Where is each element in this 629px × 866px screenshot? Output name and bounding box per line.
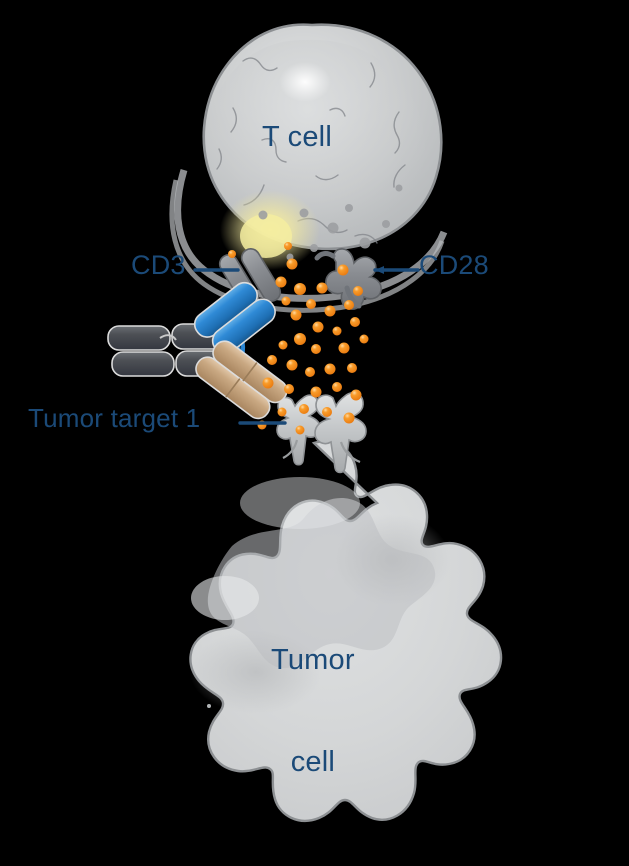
tumor-cell-label-line1: Tumor xyxy=(271,644,355,676)
cd3-receptor-chain-b xyxy=(240,248,282,302)
cd28-receptor xyxy=(314,248,382,310)
cd28-receptor-head xyxy=(325,248,382,310)
t-cell-highlight xyxy=(279,62,331,102)
tumor-cell-speck xyxy=(207,704,211,708)
cd28-receptor-branch xyxy=(314,251,336,261)
tumor-arm-joint-upper xyxy=(242,362,258,382)
cd28-leader-arrowhead xyxy=(375,266,384,274)
tumor-target-receptor-left-stem xyxy=(282,439,299,459)
tumor-target-receptor-right-stem xyxy=(339,441,361,464)
tumor-arm-joint-lower xyxy=(225,378,241,398)
fc-segment-upper-left xyxy=(107,325,171,351)
tumor-cell xyxy=(189,440,503,822)
cytokine-particles xyxy=(228,242,369,435)
cd3-label: CD3 xyxy=(131,250,186,280)
fc-hinge-notch xyxy=(159,334,177,341)
leader-lines xyxy=(193,266,420,425)
t-cell-label: T cell xyxy=(262,121,332,153)
cd28-label: CD28 xyxy=(419,250,489,280)
tumor-cell-label-line2: cell xyxy=(290,746,336,778)
t-cell-activation-glow-core xyxy=(240,214,292,258)
tumor-cell-shade-blob-a xyxy=(334,514,450,606)
tumor-cell-label: Tumor cell xyxy=(271,575,355,847)
cd28-receptor-stem xyxy=(344,285,362,309)
tumor-target-label: Tumor target 1 xyxy=(28,403,201,433)
fc-segment-lower-left xyxy=(111,351,175,377)
bispecific-antibody xyxy=(107,281,288,420)
t-cell xyxy=(169,23,448,313)
tumor-cell-highlight xyxy=(191,576,259,620)
tumor-cell-shade-blob-b xyxy=(190,630,322,714)
tumor-cell-highlight-2 xyxy=(240,477,360,529)
